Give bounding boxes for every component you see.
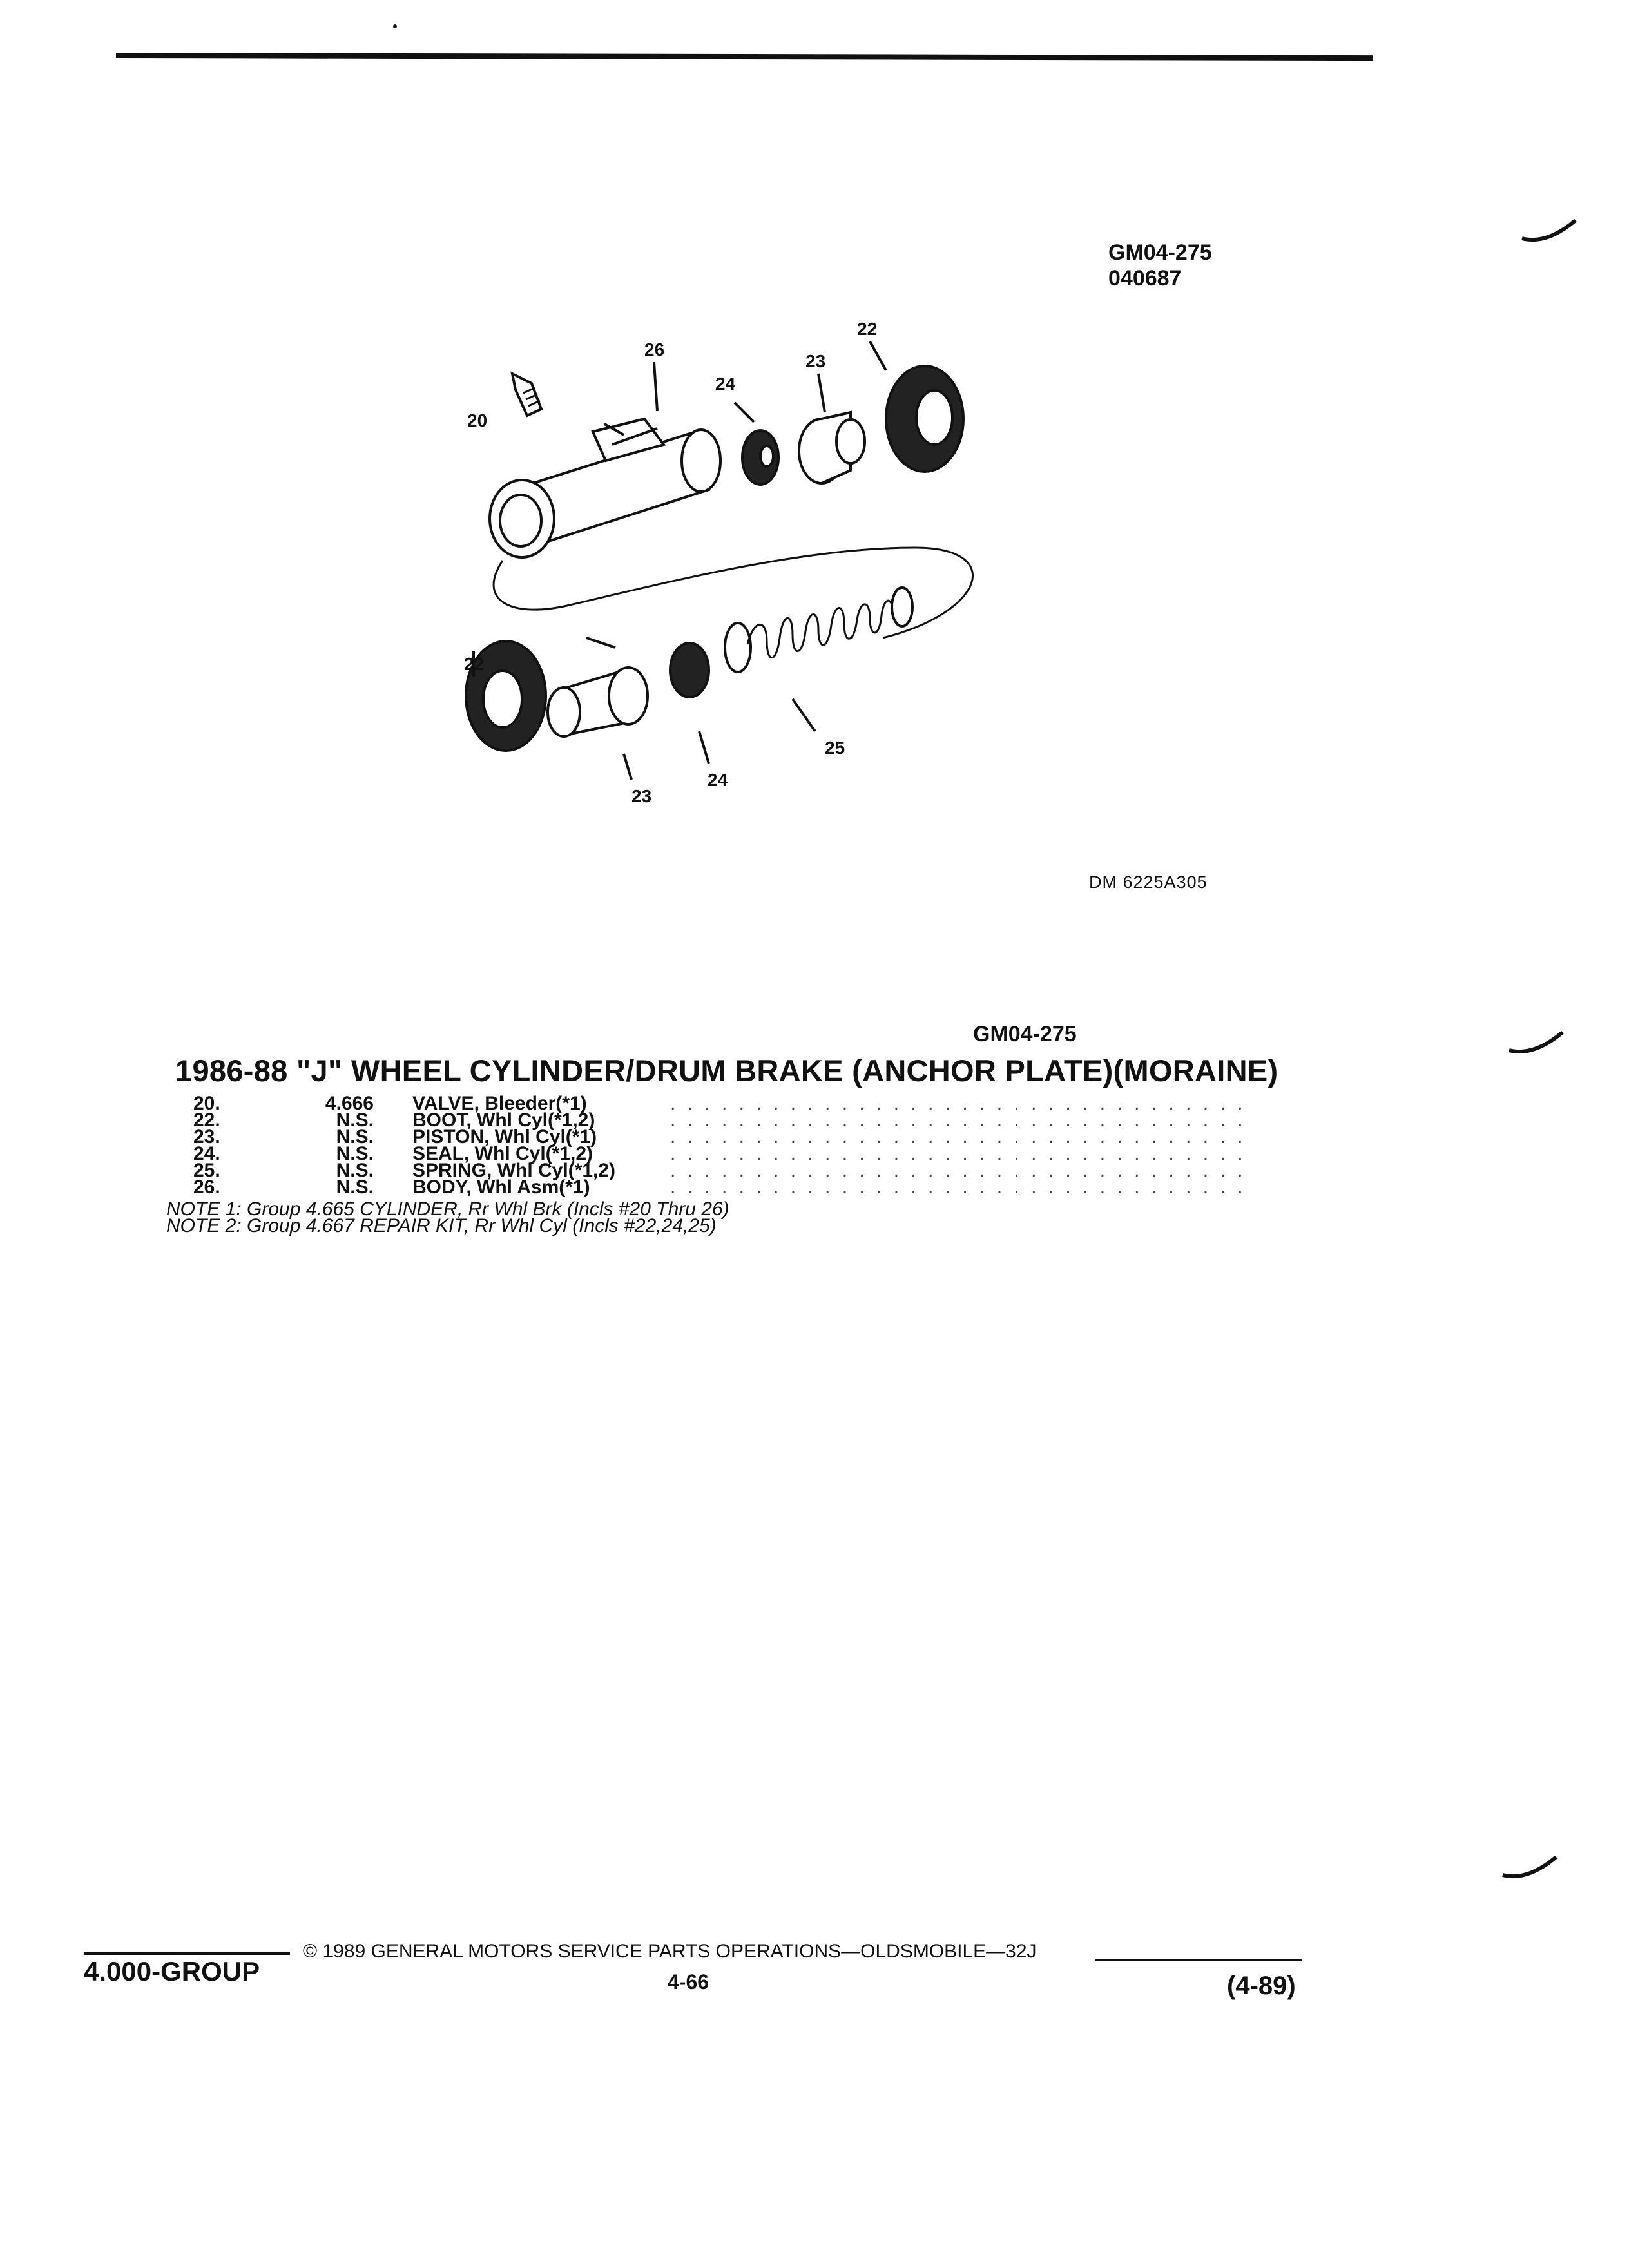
callout-label: 24 [715, 374, 736, 394]
part-description: BODY, Whl Asm(*1) [412, 1177, 590, 1198]
part-group: N.S. [336, 1160, 374, 1181]
part-ref: 25. [193, 1160, 220, 1181]
callout-label: 26 [644, 340, 664, 360]
part-group: N.S. [336, 1126, 374, 1148]
footer-copyright: © 1989 GENERAL MOTORS SERVICE PARTS OPER… [303, 1941, 1037, 1962]
part-ref: 23. [193, 1126, 220, 1148]
revision-date: (4-89) [1227, 1972, 1296, 2000]
top-rule [115, 53, 1373, 61]
part-description: PISTON, Whl Cyl(*1) [412, 1126, 597, 1148]
dot-leader: . . . . . . . . . . . . . . . . . . . . … [670, 1129, 1250, 1146]
check-mark-icon [1502, 1856, 1557, 1879]
speck [393, 24, 397, 28]
figure-code-number: GM04-275 [1108, 240, 1212, 265]
figure-date-code: 040687 [1108, 266, 1182, 291]
part-ref: 22. [193, 1110, 220, 1131]
note-1: NOTE 1: Group 4.665 CYLINDER, Rr Whl Brk… [166, 1198, 729, 1220]
dot-leader: . . . . . . . . . . . . . . . . . . . . … [670, 1146, 1250, 1162]
wheel-cylinder-exploded-diagram: 20 26 24 23 22 22 23 24 25 [464, 319, 974, 806]
section-code: GM04-275 [973, 1022, 1077, 1046]
part-group: 4.666 [325, 1093, 374, 1114]
footer-rule-left [84, 1952, 290, 1955]
callout-label: 20 [467, 410, 487, 430]
footer-rule-right [1095, 1959, 1302, 1961]
callout-label: 22 [857, 319, 877, 339]
part-description: SEAL, Whl Cyl(*1,2) [412, 1143, 593, 1164]
part-group: N.S. [336, 1143, 374, 1164]
part-ref: 26. [193, 1177, 220, 1198]
figure-code: GM04-275 040687 [1108, 240, 1212, 291]
dot-leader: . . . . . . . . . . . . . . . . . . . . … [670, 1162, 1250, 1179]
notes: NOTE 1: Group 4.665 CYLINDER, Rr Whl Brk… [166, 1198, 729, 1236]
check-mark-icon [1509, 1031, 1564, 1054]
callout-label: 23 [805, 351, 825, 371]
footer-group: 4.000-GROUP [84, 1956, 260, 1986]
part-description: BOOT, Whl Cyl(*1,2) [412, 1110, 595, 1131]
part-ref: 24. [193, 1143, 220, 1164]
dot-leader: . . . . . . . . . . . . . . . . . . . . … [670, 1095, 1250, 1112]
part-ref: 20. [193, 1093, 220, 1114]
part-description: VALVE, Bleeder(*1) [412, 1093, 587, 1114]
check-mark-icon [1521, 219, 1577, 242]
section-title: 1986-88 "J" WHEEL CYLINDER/DRUM BRAKE (A… [175, 1053, 1278, 1088]
callout-label: 24 [708, 770, 728, 790]
part-group: N.S. [336, 1110, 374, 1131]
dot-leader: . . . . . . . . . . . . . . . . . . . . … [670, 1179, 1250, 1196]
part-description: SPRING, Whl Cyl(*1,2) [412, 1160, 616, 1181]
dot-leader: . . . . . . . . . . . . . . . . . . . . … [670, 1112, 1250, 1129]
page-number: 4-66 [668, 1970, 709, 1994]
callout-label: 22 [464, 654, 484, 674]
note-2: NOTE 2: Group 4.667 REPAIR KIT, Rr Whl C… [166, 1215, 717, 1236]
drawing-number: DM 6225A305 [1089, 872, 1208, 892]
callout-label: 23 [631, 786, 651, 806]
part-group: N.S. [336, 1177, 374, 1198]
callout-label: 25 [825, 738, 845, 758]
